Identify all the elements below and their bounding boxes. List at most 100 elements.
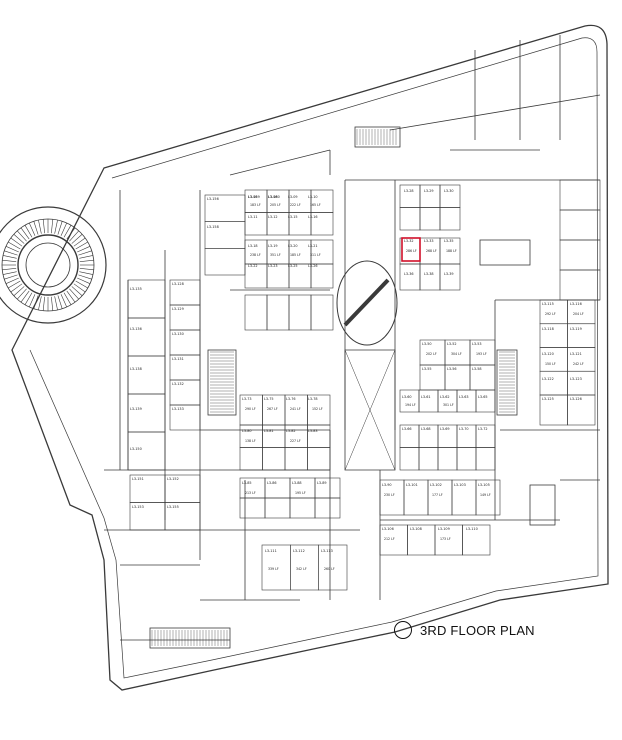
- area-label: 194 LF: [405, 403, 416, 407]
- unit-label: L3-81: [264, 429, 274, 433]
- unit-label: L3-65: [478, 395, 488, 399]
- stair-bottom: [149, 627, 231, 649]
- unit-label: L3-15: [288, 215, 298, 219]
- unit-label: L3-61: [421, 395, 431, 399]
- tower-tread: [78, 250, 92, 256]
- outer-wall: [11, 24, 609, 691]
- unit-label: L3-109: [438, 527, 450, 531]
- shop-unit: [310, 263, 334, 289]
- unit-label: L3-135: [130, 287, 142, 291]
- tower-tread: [63, 292, 72, 305]
- lift-core: [529, 484, 556, 526]
- tower-tread: [57, 221, 63, 235]
- unit-label: L3-116: [570, 302, 582, 306]
- area-label: 138 LF: [245, 439, 256, 443]
- shop-unit: [239, 447, 263, 471]
- unit-label: L3-155: [167, 505, 179, 509]
- shop-unit: [314, 497, 341, 519]
- area-label: 227 LF: [290, 439, 301, 443]
- shop-unit: [559, 239, 601, 271]
- unit-label: L3-90: [382, 483, 392, 487]
- tower-tread: [60, 222, 67, 236]
- shop-unit: [437, 389, 458, 413]
- shop-unit: [456, 447, 477, 471]
- area-label: 183 LF: [250, 203, 261, 207]
- tower-tread: [20, 227, 30, 240]
- unit-label: L3-75: [264, 397, 274, 401]
- area-label: 212 LF: [384, 537, 395, 541]
- shop-unit: [164, 502, 201, 531]
- unit-label: L3-78: [308, 397, 318, 401]
- tower-tread: [13, 286, 25, 297]
- shop-unit: [419, 207, 441, 231]
- unit-label: L3-130: [172, 332, 184, 336]
- unit-label: L3-72: [478, 427, 488, 431]
- shop-unit: [169, 404, 201, 431]
- round-tower-core: [17, 234, 79, 296]
- unit-label: L3-115: [542, 302, 554, 306]
- shop-unit: [266, 189, 290, 213]
- unit-label: L3-121: [570, 352, 582, 356]
- unit-label: L3-30: [444, 189, 454, 193]
- unit-label: L3-111: [265, 549, 277, 553]
- tower-tread: [77, 246, 91, 253]
- tower-tread: [54, 296, 58, 311]
- unit-label: L3-158: [207, 225, 219, 229]
- tower-tread: [8, 280, 21, 289]
- tower-tread: [13, 233, 25, 244]
- tower-tread: [63, 225, 72, 238]
- unit-label: L3-120: [542, 352, 554, 356]
- unit-label: L3-88: [292, 481, 302, 485]
- unit-label: L3-131: [172, 357, 184, 361]
- unit-label: L3-113: [321, 549, 333, 553]
- shop-unit: [264, 497, 291, 519]
- shop-unit: [418, 447, 439, 471]
- tower-tread: [79, 259, 94, 262]
- shop-unit: [439, 207, 461, 231]
- tower-tread: [78, 274, 92, 280]
- shop-unit: [284, 447, 308, 471]
- shop-unit: [567, 370, 596, 396]
- shop-unit: [399, 447, 420, 471]
- unit-label: L3-12: [268, 215, 278, 219]
- unit-label: L3-128: [172, 282, 184, 286]
- unit-label: L3-133: [172, 407, 184, 411]
- shop-unit: [475, 447, 496, 471]
- unit-label: L3-85: [242, 481, 252, 485]
- unit-label: L3-63: [459, 395, 469, 399]
- shop-unit: [244, 189, 268, 213]
- unit-label: L3-55: [422, 367, 432, 371]
- area-label: 304 LF: [451, 352, 462, 356]
- shop-unit: [437, 447, 458, 471]
- tower-tread: [75, 280, 88, 289]
- stair-top: [354, 126, 401, 148]
- unit-label: L3-76: [286, 397, 296, 401]
- tower-tread: [29, 294, 36, 308]
- area-label: 185 LF: [290, 253, 301, 257]
- area-label: 173 LF: [440, 537, 451, 541]
- shop-unit: [399, 207, 421, 231]
- unit-label: L3-132: [172, 382, 184, 386]
- tower-tread: [60, 294, 67, 308]
- tower-tread: [16, 230, 27, 242]
- wall-line: [229, 149, 331, 176]
- tower-tread: [66, 290, 76, 303]
- tower-tread: [16, 288, 27, 300]
- unit-label: L3-105: [478, 483, 490, 487]
- shop-unit: [307, 447, 331, 471]
- unit-label: L3-156: [207, 197, 219, 201]
- area-label: 301 LF: [443, 403, 454, 407]
- shop-unit: [399, 389, 420, 413]
- shop-unit: [559, 209, 601, 241]
- tower-tread: [10, 283, 23, 293]
- area-label: 339 LF: [268, 567, 279, 571]
- title-marker-icon: [394, 621, 412, 639]
- unit-label: L3-50: [422, 342, 432, 346]
- unit-label: L3-32: [404, 239, 414, 243]
- unit-label: L3-110: [466, 527, 478, 531]
- shop-unit: [439, 263, 461, 291]
- shop-unit: [204, 248, 246, 276]
- unit-label: L3-39: [444, 272, 454, 276]
- shop-unit: [475, 479, 501, 516]
- unit-label: L3-102: [430, 483, 442, 487]
